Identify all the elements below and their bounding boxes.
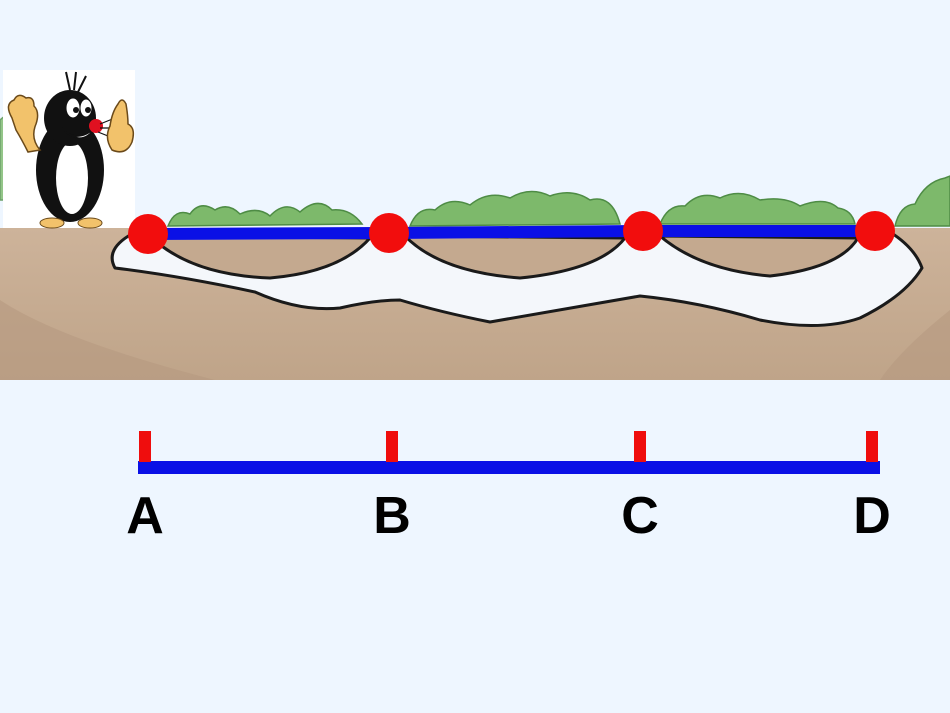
soil-shadow-left: [0, 300, 215, 380]
surface-segment: [147, 227, 390, 240]
mole-hand-left: [7, 94, 42, 153]
mole-foot: [77, 217, 103, 229]
bushes: [0, 114, 950, 227]
bush: [894, 175, 950, 227]
tick-c: [634, 431, 646, 462]
tick-b: [386, 431, 398, 462]
bush: [166, 202, 364, 227]
tick-a: [139, 431, 151, 462]
point-label-c: C: [621, 487, 659, 545]
mole-hand-right: [106, 99, 135, 153]
mole-nose: [89, 119, 103, 133]
dirt-mound: [146, 234, 374, 280]
bush: [658, 192, 856, 225]
dirt-mound: [401, 234, 629, 280]
bush: [408, 190, 621, 227]
surface-path: [128, 211, 895, 254]
dirt-mound: [655, 234, 861, 278]
mole-pupil: [73, 107, 79, 113]
mole-belly: [56, 142, 88, 214]
mole-hair: [65, 71, 87, 93]
soil-shadow-right: [880, 310, 950, 380]
segment-diagram: [138, 431, 880, 474]
ground-cross-section: [0, 228, 950, 380]
point-label-a: A: [126, 487, 164, 545]
segment-line: [138, 461, 880, 474]
point-label-d: D: [853, 487, 891, 545]
surface-point-c: [623, 211, 663, 251]
tick-d: [866, 431, 878, 462]
surface-segment: [388, 225, 644, 239]
point-label-b: B: [373, 487, 411, 545]
surface-point-a: [128, 214, 168, 254]
surface-point-d: [855, 211, 895, 251]
mole-pupil: [85, 107, 91, 113]
mole-cartoon-icon: [3, 70, 135, 229]
surface-point-b: [369, 213, 409, 253]
mole-foot: [39, 217, 65, 229]
